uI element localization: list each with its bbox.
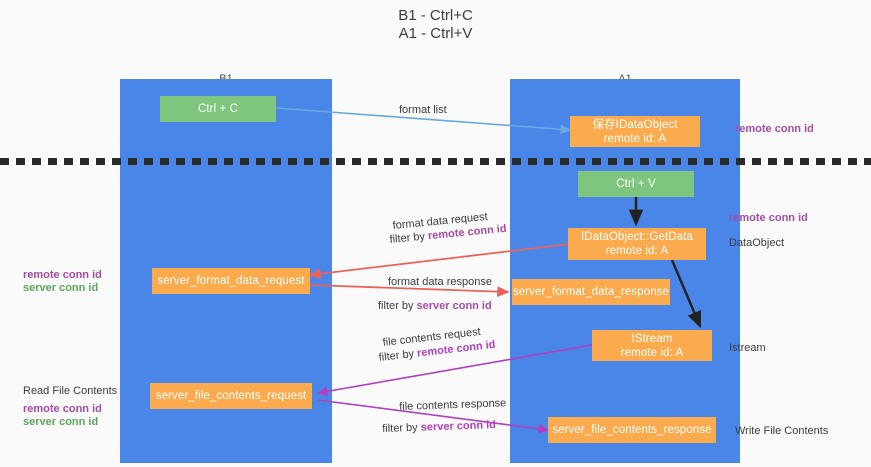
node-server-file-contents-request-label: server_file_contents_request xyxy=(155,390,307,402)
edge-label-format-list: format list xyxy=(399,104,447,116)
annotation-right-write-file-contents: Write File Contents xyxy=(735,425,829,437)
edge-label-format-data-response: format data response xyxy=(388,276,492,288)
node-server-file-contents-request[interactable]: server_file_contents_request xyxy=(150,383,312,409)
annotation-left-remote-conn-id-a: remote conn id xyxy=(23,269,102,281)
annotation-right-dataobject: DataObject xyxy=(729,237,785,249)
node-istream-label: IStream xyxy=(631,332,673,345)
node-server-format-data-request-label: server_format_data_request xyxy=(157,275,305,287)
node-server-format-data-request[interactable]: server_format_data_request xyxy=(152,268,310,294)
node-idataobject-getdata-label: IDataObject::GetData xyxy=(581,231,693,243)
annotation-right-remote-conn-id-top: remote conn id xyxy=(735,123,814,135)
phase-divider xyxy=(0,158,871,165)
node-ctrl-c[interactable]: Ctrl + C xyxy=(160,96,276,122)
edge-label-format-data-response-filter: filter by server conn id xyxy=(378,299,492,313)
node-save-dataobject[interactable]: 保存IDataObject remote id: A xyxy=(570,116,700,147)
node-ctrl-v-label: Ctrl + V xyxy=(616,178,656,190)
annotation-left-server-conn-id-b: server conn id xyxy=(23,416,99,428)
node-ctrl-v[interactable]: Ctrl + V xyxy=(578,171,694,197)
node-idataobject-getdata-sub: remote id: A xyxy=(605,245,669,257)
annotation-left-remote-conn-id-b: remote conn id xyxy=(23,403,102,415)
node-server-format-data-response-label: server_format_data_response xyxy=(512,286,670,298)
node-idataobject-getdata[interactable]: IDataObject::GetData remote id: A xyxy=(568,228,706,260)
filter-prefix-1: filter by xyxy=(389,230,429,246)
filter-prefix-4: filter by xyxy=(382,421,421,435)
filter-key-server-conn-id-2: server conn id xyxy=(420,419,497,434)
node-istream-sub: remote id: A xyxy=(620,346,684,359)
node-server-file-contents-response[interactable]: server_file_contents_response xyxy=(548,417,716,443)
annotation-left-server-conn-id-a: server conn id xyxy=(23,282,99,294)
node-save-dataobject-sub: remote id: A xyxy=(603,132,667,145)
annotation-left-read-file-contents: Read File Contents xyxy=(23,385,118,397)
edge-label-file-contents-response: file contents response xyxy=(399,397,507,413)
annotation-right-remote-conn-id-mid: remote conn id xyxy=(729,212,808,224)
node-server-format-data-response[interactable]: server_format_data_response xyxy=(512,279,670,305)
filter-prefix-2: filter by xyxy=(378,300,417,312)
node-save-dataobject-label: 保存IDataObject xyxy=(592,118,678,131)
node-server-file-contents-response-label: server_file_contents_response xyxy=(552,424,712,436)
node-ctrl-c-label: Ctrl + C xyxy=(197,103,239,115)
page-title: B1 - Ctrl+C A1 - Ctrl+V xyxy=(398,7,473,42)
filter-prefix-3: filter by xyxy=(378,347,418,364)
node-istream[interactable]: IStream remote id: A xyxy=(592,330,712,361)
edge-label-file-contents-response-filter: filter by server conn id xyxy=(382,418,496,436)
annotation-right-istream: Istream xyxy=(729,342,766,354)
filter-key-server-conn-id-1: server conn id xyxy=(416,300,492,312)
